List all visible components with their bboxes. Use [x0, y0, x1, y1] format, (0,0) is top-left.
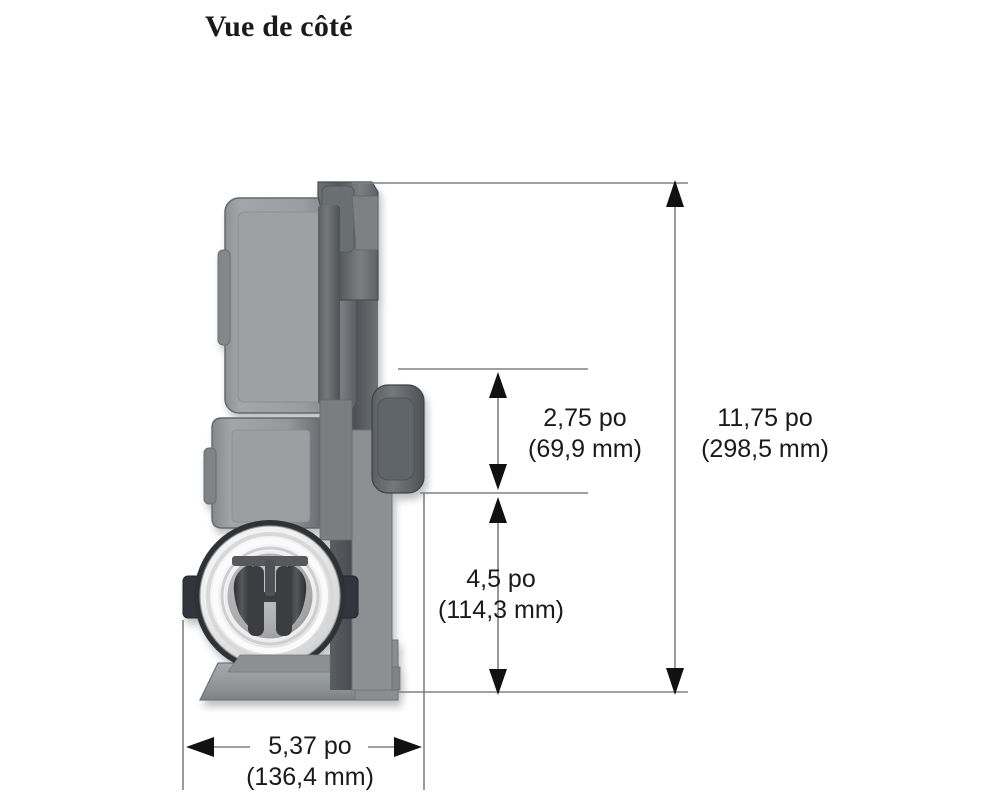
overall-height-millimeters: (298,5 mm)	[701, 435, 829, 463]
mid-housing	[203, 399, 353, 541]
arrow-lower-top	[489, 497, 507, 523]
fitting-internals	[232, 556, 308, 636]
arrow-upper-bottom	[489, 464, 507, 490]
fitting-bracket	[227, 654, 331, 673]
base-width-dimension: 5,37 po (136,4 mm)	[225, 731, 395, 793]
arrow-width-right	[394, 737, 422, 757]
housing-neck	[318, 205, 340, 405]
arrow-lower-bottom	[489, 669, 507, 695]
arrow-width-left	[186, 737, 214, 757]
side-outlet-block	[371, 384, 425, 494]
circular-fitting	[182, 520, 359, 672]
arrow-overall-bottom	[666, 668, 684, 695]
page-title: Vue de côté	[205, 10, 353, 43]
arrow-upper-top	[489, 372, 507, 398]
device-illustration	[182, 181, 425, 701]
label-backdrops	[250, 730, 368, 764]
overall-height-dimension: 11,75 po (298,5 mm)	[685, 403, 845, 465]
base-width-millimeters: (136,4 mm)	[246, 763, 374, 791]
base-width-inches: 5,37 po	[268, 732, 352, 760]
dimension-arrowheads	[186, 180, 684, 757]
lower-height-millimeters: (114,3 mm)	[438, 596, 564, 624]
upper-height-inches: 2,75 po	[543, 404, 627, 432]
upper-height-millimeters: (69,9 mm)	[528, 435, 642, 463]
arrow-overall-top	[666, 180, 684, 207]
upper-section-height-dimension: 2,75 po (69,9 mm)	[505, 403, 665, 465]
lower-section-height-dimension: 4,5 po (114,3 mm)	[421, 564, 581, 626]
overall-height-inches: 11,75 po	[717, 404, 813, 432]
lower-height-inches: 4,5 po	[466, 565, 536, 593]
